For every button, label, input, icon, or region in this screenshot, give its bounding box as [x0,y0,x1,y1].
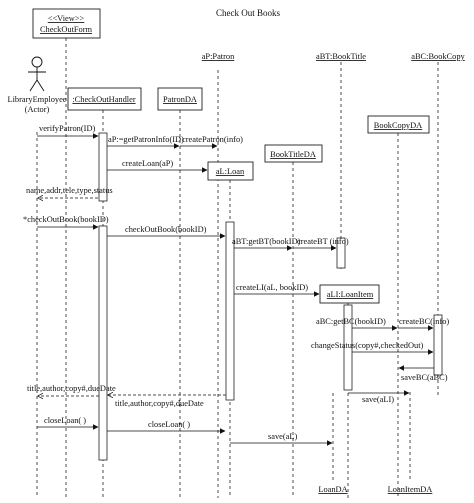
label-change-status: changeStatus(copy#,checkedOut) [311,341,424,350]
booktitle-name: aBT:BookTitle [316,52,366,61]
label-return-patron-info: name,addr,tele,type,status [26,186,113,195]
label-close-loan-actor: closeLoan( ) [44,416,86,425]
activation-loan [225,221,235,401]
object-box-loan [207,161,254,181]
label-save-bc: saveBC(aBC) [401,373,448,382]
label-close-loan-handler: closeLoan( ) [148,420,190,429]
object-box-booktitle-da [264,144,323,163]
patron-name: aP:Patron [202,52,235,61]
activation-loanitem [343,304,353,391]
label-return-book-info-actor: title,author,copy#,dueDate [27,384,116,393]
label-get-bt: aBT:getBT(bookID) [232,237,301,246]
activation-handler-2 [98,225,108,461]
object-box-checkout-handler [67,87,142,111]
label-save-loan: save(aL) [268,432,298,441]
label-create-patron: createPatron(info) [182,135,243,144]
label-checkout-book-loop: *checkOutBook(bookID) [23,215,109,224]
object-box-loanitem [319,284,380,304]
loanitemda-name: LoanItemDA [388,485,433,494]
label-return-book-info-handler: title,author,copy#,dueDate [115,399,204,408]
object-box-patron-da [157,87,203,111]
actor-role: (Actor) [25,105,50,114]
bookcopyda-name: BookCopyDA [374,121,422,130]
label-verify-patron: verifyPatron(ID) [39,124,95,133]
activation-handler-1 [98,132,108,202]
booktitleda-name: BookTitleDA [270,150,316,159]
activation-booktitle [336,237,346,269]
loanda-name: LoanDA [318,485,347,494]
label-create-bt: createBT (info) [297,237,349,246]
loanitem-name: aLI:LoanItem [327,290,374,299]
handler-name: :CheckOutHandler [72,95,135,104]
label-save-li: save(aLI) [362,395,394,404]
diagram-title: Check Out Books [216,8,280,18]
patronda-name: PatronDA [163,95,197,104]
form-stereotype: <<View>> [48,14,85,23]
label-checkout-book: checkOutBook(bookID) [125,225,207,234]
bookcopy-name: aBC:BookCopy [411,52,465,61]
label-create-loan: createLoan(aP) [122,159,173,168]
label-create-bc: createBC(info) [399,317,449,326]
object-box-bookcopy-da [367,115,430,134]
actor-name: LibraryEmployee [7,95,66,104]
label-create-li: createLI(aL, bookID) [236,283,308,292]
form-name: CheckOutForm [40,25,93,34]
loan-name: aL:Loan [216,167,245,176]
actor-figure [28,56,46,92]
object-box-checkout-form [32,8,101,39]
label-get-bc: aBC:getBC(bookID) [316,317,386,326]
activation-bookcopy [433,314,443,376]
label-get-patron-info: aP:=getPatronInfo(ID) [108,135,184,144]
